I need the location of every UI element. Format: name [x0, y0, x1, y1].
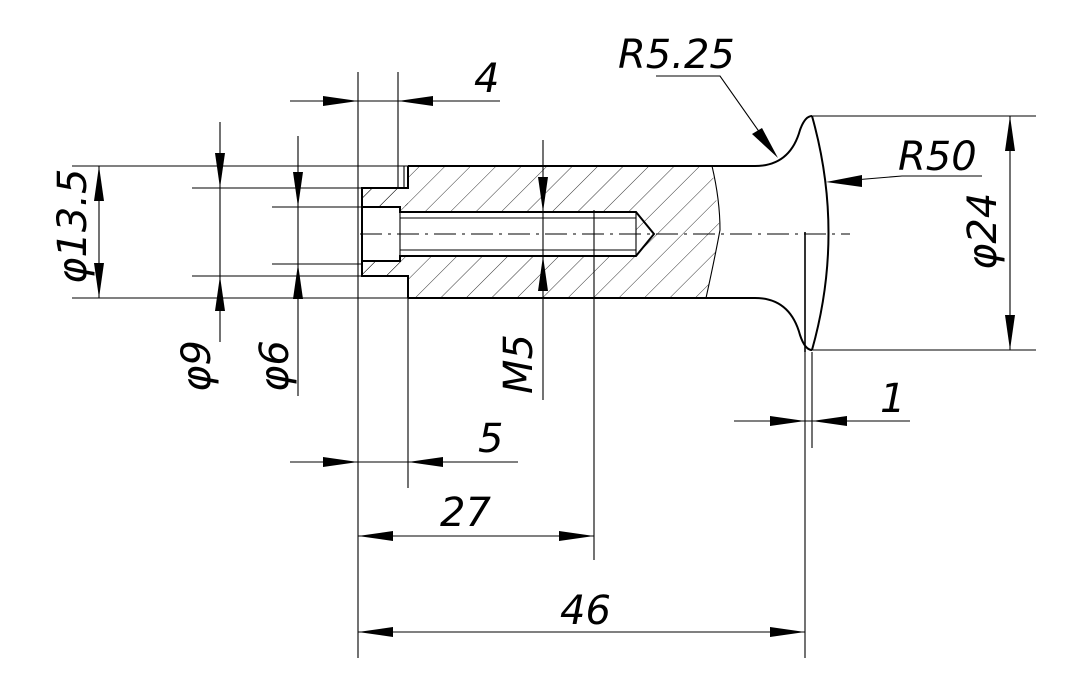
dim-dia-24: φ24 — [960, 193, 1006, 270]
dim-1: 1 — [880, 376, 905, 422]
dim-dia-13-5: φ13.5 — [50, 169, 96, 284]
dim-r5-25: R5.25 — [618, 32, 735, 78]
dimension-labels: 4 R5.25 R50 1 5 27 46 φ13.5 φ9 φ6 M5 φ24 — [50, 32, 1006, 634]
dim-4: 4 — [474, 56, 499, 102]
dim-r50: R50 — [898, 134, 977, 180]
dim-dia-9: φ9 — [174, 340, 220, 392]
dim-5: 5 — [478, 416, 503, 462]
dim-27: 27 — [440, 490, 491, 536]
dimension-lines — [98, 75, 1011, 633]
part-outline — [361, 115, 830, 352]
dim-46: 46 — [560, 588, 611, 634]
dim-m5: M5 — [496, 334, 542, 394]
extension-lines — [72, 72, 1036, 658]
dim-dia-6: φ6 — [252, 340, 298, 392]
arrowheads — [94, 96, 1015, 637]
